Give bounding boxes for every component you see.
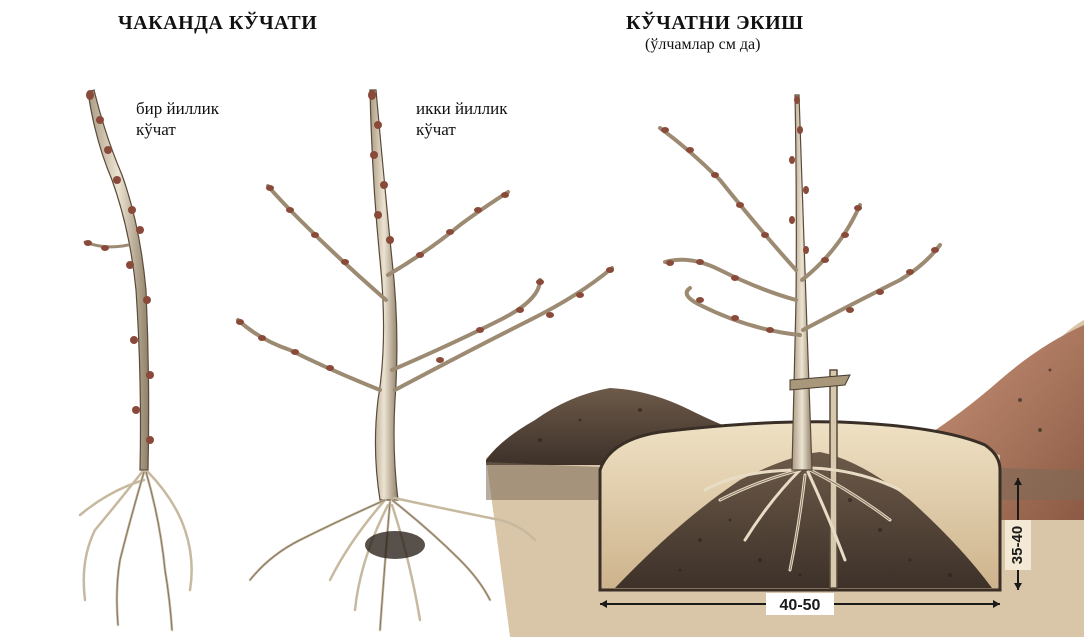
left-title: ЧАКАНДА КЎЧАТИ bbox=[118, 12, 317, 35]
width-label: 40-50 bbox=[780, 597, 821, 614]
one-year-label-line2: кўчат bbox=[136, 119, 219, 140]
right-title: КЎЧАТНИ ЭКИШ bbox=[626, 12, 804, 35]
two-year-label-line2: кўчат bbox=[416, 119, 507, 140]
two-year-seedling-label: икки йиллик кўчат bbox=[416, 98, 507, 140]
two-year-label-line1: икки йиллик bbox=[416, 98, 507, 119]
one-year-seedling-label: бир йиллик кўчат bbox=[136, 98, 219, 140]
depth-label: 35-40 bbox=[1009, 526, 1026, 564]
planted-seedling-trunk bbox=[792, 95, 812, 470]
one-year-seedling bbox=[80, 90, 192, 630]
support-stake bbox=[830, 370, 837, 588]
one-year-label-line1: бир йиллик bbox=[136, 98, 219, 119]
planting-pit-scene: 35-40 40-50 bbox=[486, 95, 1084, 637]
right-subtitle: (ўлчамлар см да) bbox=[645, 36, 760, 54]
